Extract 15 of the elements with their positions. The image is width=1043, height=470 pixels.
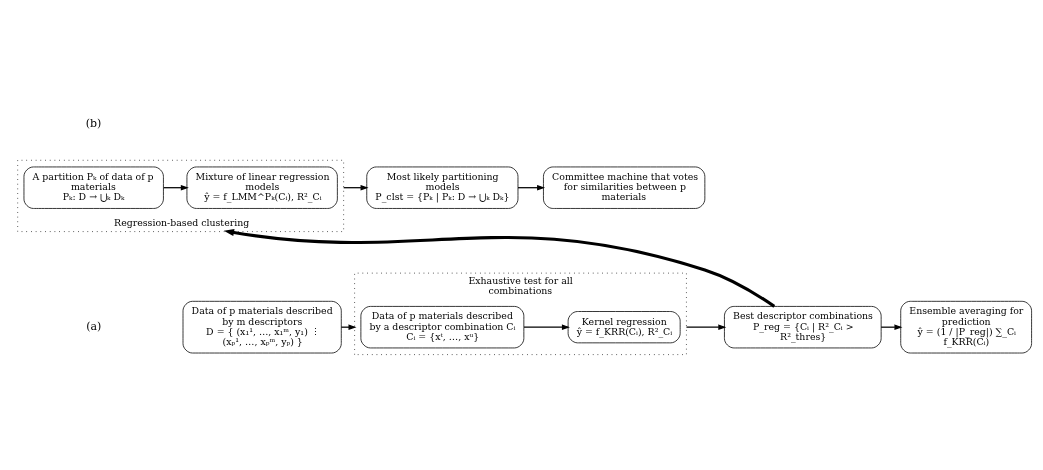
arrow bbox=[517, 184, 546, 190]
label: (b) bbox=[85, 116, 102, 130]
node-box: Best descriptor combinations P_reg = {Cᵢ | R²_Cᵢ > R²_thres} bbox=[724, 305, 882, 348]
node-box: Data of p materials described by a descriptor combination Cᵢ Cᵢ = {xᵗ, …, xᵘ} bbox=[360, 305, 525, 348]
node-box: Kernel regression ŷ = f_KRR(Cᵢ), R²_Cᵢ bbox=[567, 310, 681, 343]
node-box: Data of p materials described by m descriptors D = { (x₁¹, …, x₁ᵐ, y₁) ⋮ (xₚ¹, …, xₚᵐ, yₚ) } bbox=[182, 300, 342, 353]
node-box: Ensemble averaging for prediction ŷ = (1 / |P_reg|) ∑_Cᵢ f_KRR(Cᵢ) bbox=[900, 300, 1032, 353]
label: (a) bbox=[86, 319, 102, 333]
node-box: A partition Pₖ of data of p materials Pₖ: D → ⋃ₖ Dₖ bbox=[23, 166, 164, 209]
arrow bbox=[685, 323, 727, 330]
node-box: Committee machine that votes for similarities between p materials bbox=[543, 166, 706, 209]
node-box: Mixture of linear regression models ŷ = f_LMM^Pₖ(Cᵢ), R²_Cᵢ bbox=[186, 166, 338, 209]
node-box: Most likely partitioning models P_clst = {Pₖ | Pₖ: D → ⋃ₖ Dₖ} bbox=[366, 166, 519, 209]
arrow bbox=[523, 323, 570, 330]
arrow bbox=[223, 228, 776, 308]
